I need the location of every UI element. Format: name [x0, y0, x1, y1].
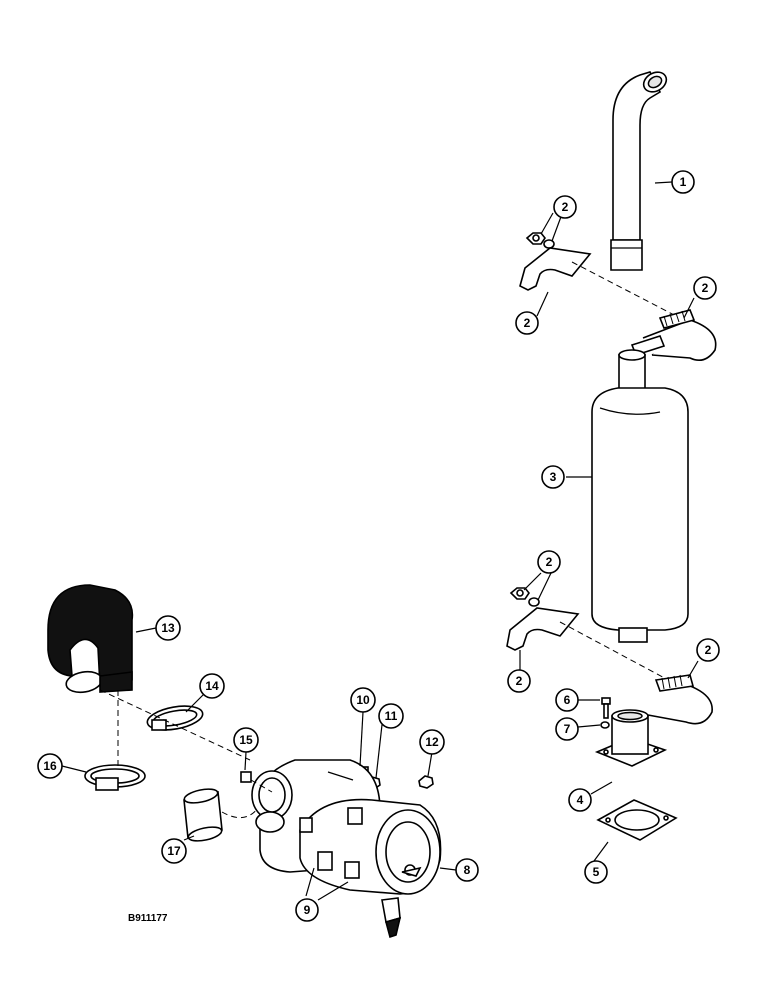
callout-2-upper-nut: 2 [553, 195, 577, 219]
upper-clamp-bracket [519, 247, 681, 319]
callout-16: 16 [37, 753, 63, 779]
fitting-axis-line [250, 779, 273, 793]
callout-16-label: 16 [43, 759, 57, 773]
callout-2-label: 2 [705, 643, 712, 657]
elbow-hose [47, 584, 134, 694]
coupling-sleeve [183, 788, 223, 842]
hose-axis-line [99, 689, 251, 761]
lower-nut [509, 587, 540, 607]
gasket [596, 799, 678, 841]
callout-3: 3 [541, 465, 565, 489]
callout-2-label: 2 [546, 555, 553, 569]
callout-11: 11 [378, 703, 404, 729]
callout-6-label: 6 [564, 693, 571, 707]
lower-clamp-bracket [506, 607, 673, 683]
callout-15: 15 [233, 727, 259, 753]
callout-17-label: 17 [167, 844, 181, 858]
callout-2-lower-nut: 2 [537, 550, 561, 574]
callout-2-label: 2 [524, 316, 531, 330]
flange-bolt [600, 697, 611, 729]
air-cleaner-inlet [255, 811, 285, 833]
callout-13-label: 13 [161, 621, 175, 635]
callout-14-label: 14 [205, 679, 219, 693]
callout-2-upper-bracket: 2 [515, 311, 539, 335]
callout-5-label: 5 [593, 865, 600, 879]
lower-u-bolt [647, 674, 713, 725]
callout-13: 13 [155, 615, 181, 641]
callout-12: 12 [419, 729, 445, 755]
callout-11-label: 11 [385, 709, 398, 723]
callout-10: 10 [350, 687, 376, 713]
callout-7-label: 7 [564, 722, 571, 736]
hose-clamp-upper [146, 705, 204, 731]
callout-15-label: 15 [239, 733, 253, 747]
muffler [591, 349, 689, 643]
callout-12-label: 12 [425, 735, 439, 749]
callout-8: 8 [455, 858, 479, 882]
callout-2-label: 2 [562, 200, 569, 214]
figure-code: B911177 [128, 913, 168, 924]
air-cleaner [251, 759, 442, 939]
callout-3-label: 3 [550, 470, 557, 484]
cover-nut [418, 775, 434, 789]
callout-9-label: 9 [304, 903, 311, 917]
callout-4-label: 4 [577, 793, 584, 807]
sleeve-axis-line [221, 807, 259, 819]
callout-10-label: 10 [356, 693, 370, 707]
callout-2-upper-u-bolt: 2 [693, 276, 717, 300]
callout-17: 17 [161, 838, 187, 864]
callout-2-label: 2 [702, 281, 709, 295]
callout-4: 4 [568, 788, 592, 812]
callout-7: 7 [555, 717, 579, 741]
callout-6: 6 [555, 688, 579, 712]
hose-clamp-lower [84, 764, 146, 791]
callout-1: 1 [671, 170, 695, 194]
upper-nut [525, 232, 555, 249]
callout-8-label: 8 [464, 863, 471, 877]
callout-5: 5 [584, 860, 608, 884]
fitting [240, 771, 252, 783]
exhaust-pipe [610, 71, 668, 271]
callout-2-label: 2 [516, 674, 523, 688]
callout-9: 9 [295, 898, 319, 922]
callout-2-lower-u-bolt: 2 [696, 638, 720, 662]
callout-1-label: 1 [680, 175, 687, 189]
callout-2-lower-bracket: 2 [507, 669, 531, 693]
flange-adapter [594, 709, 668, 767]
callout-14: 14 [199, 673, 225, 699]
